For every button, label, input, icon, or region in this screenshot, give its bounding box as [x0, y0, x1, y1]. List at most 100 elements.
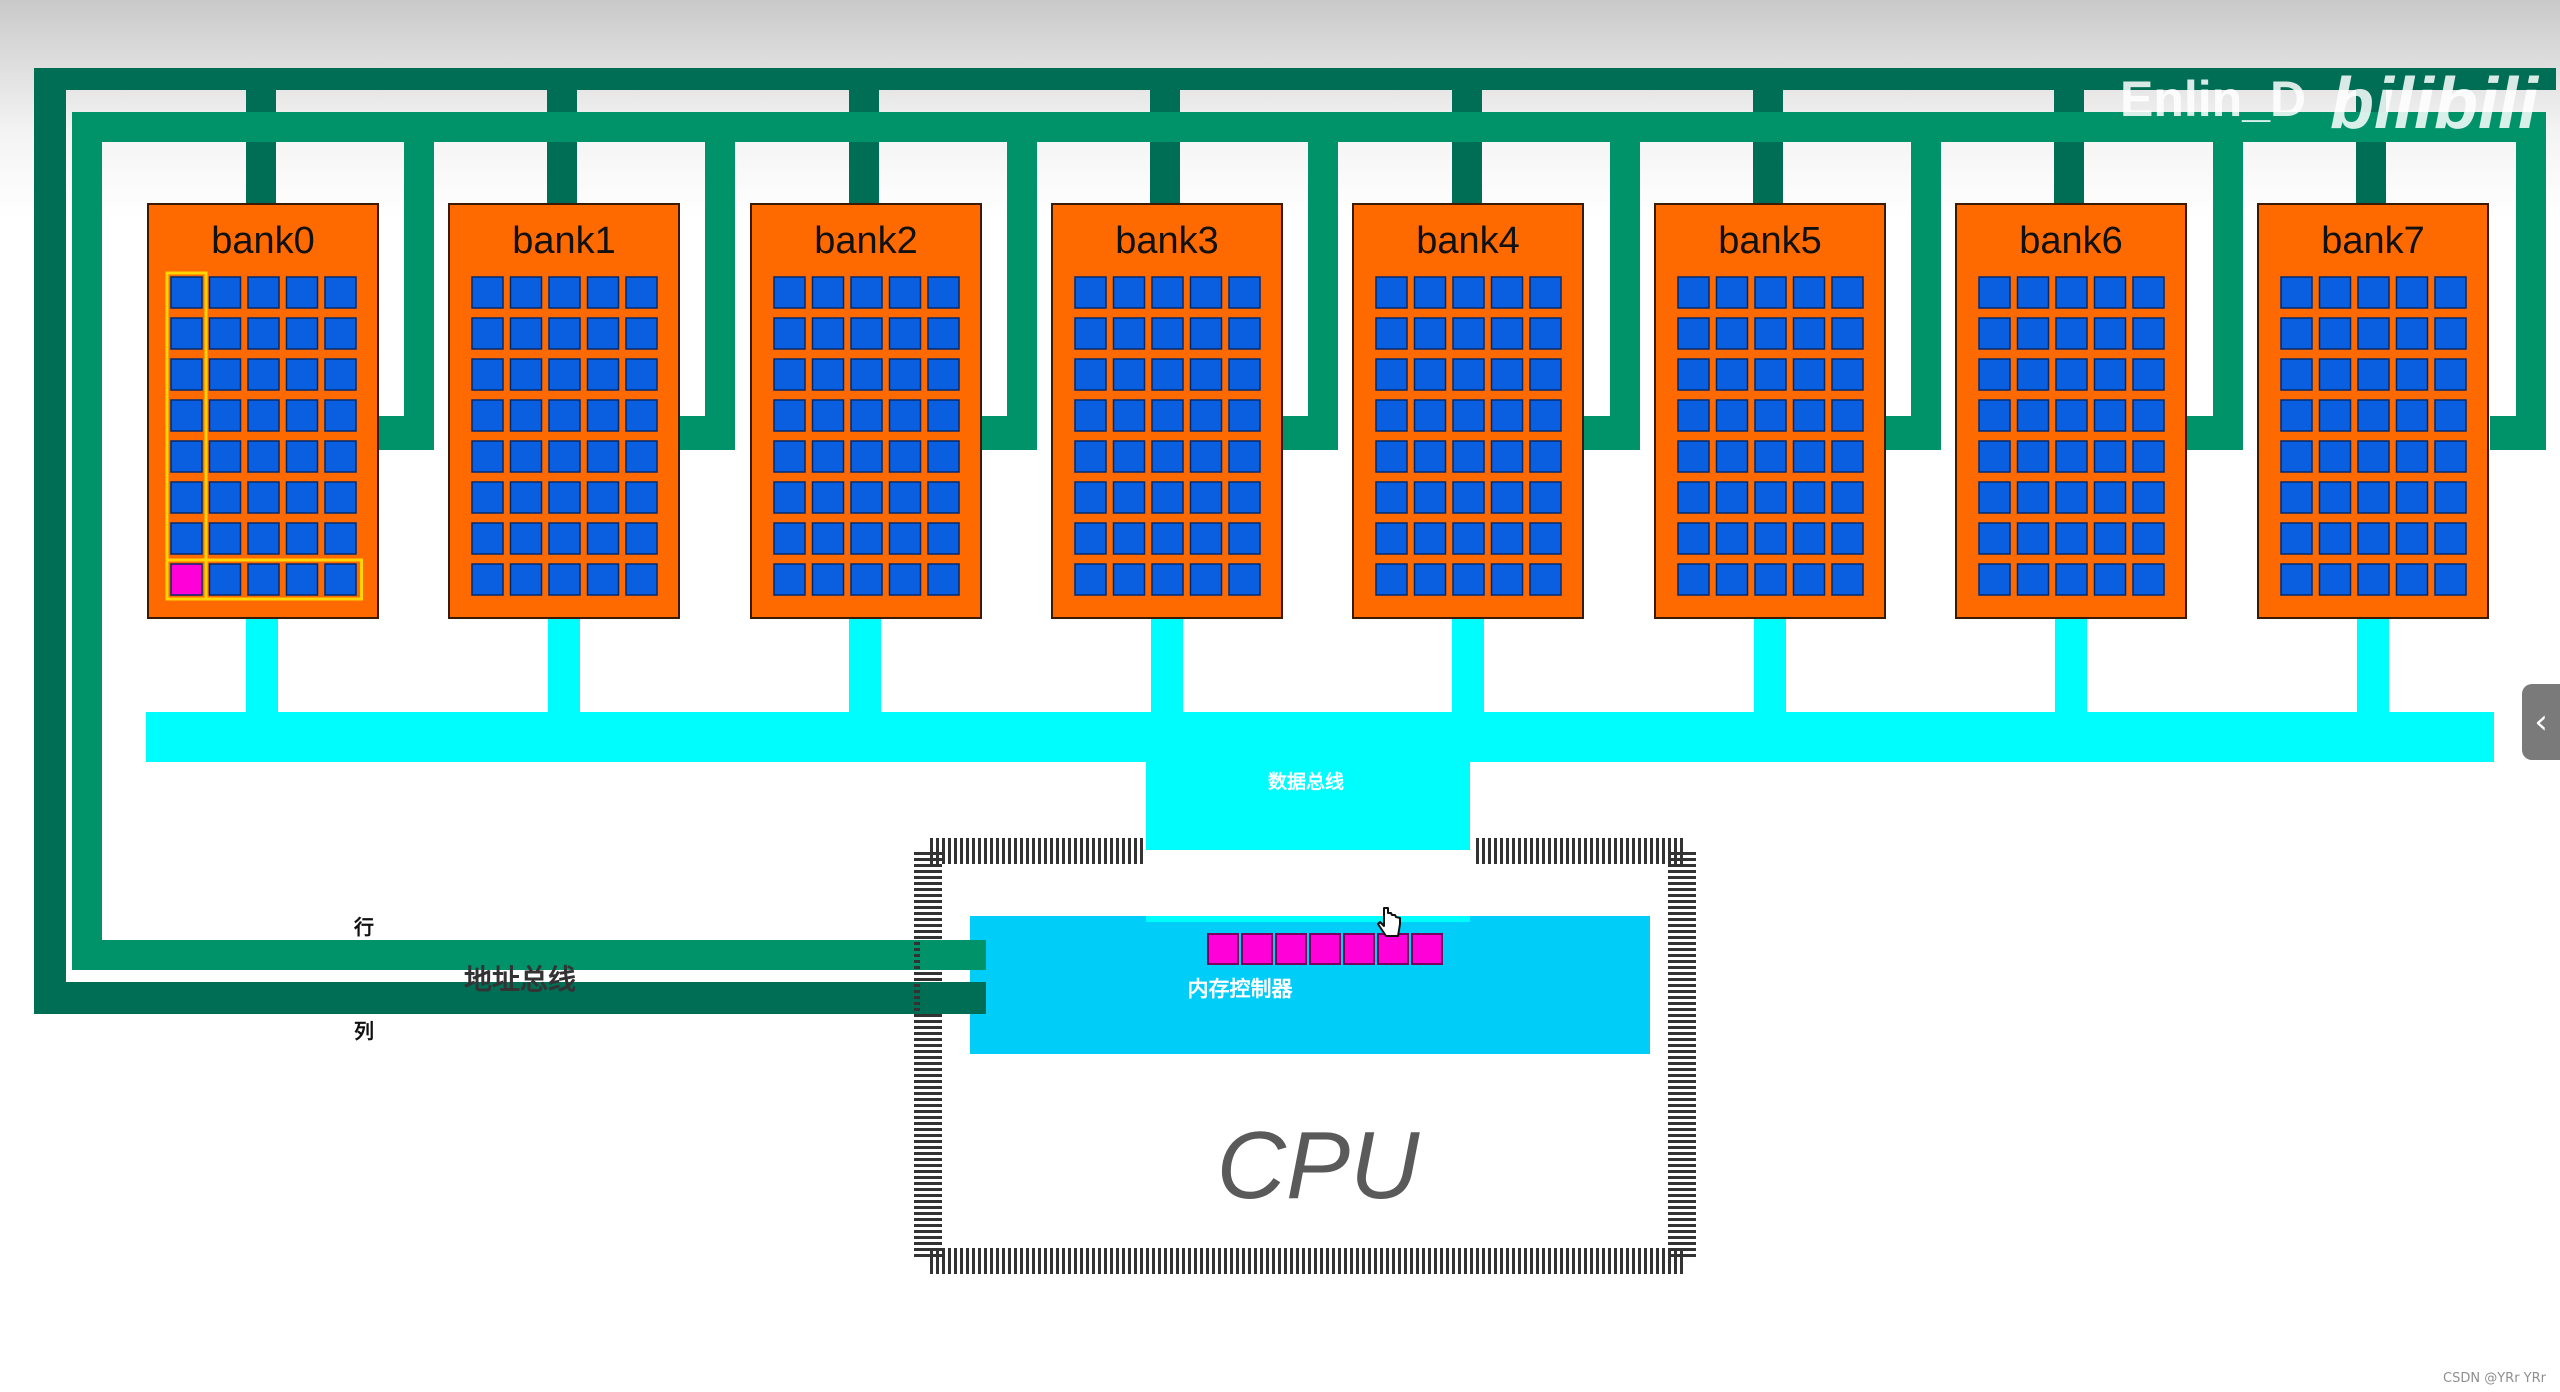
- memory-cell: [247, 317, 280, 350]
- memory-cell: [888, 440, 922, 473]
- memory-cell: [1831, 399, 1864, 432]
- memory-cell: [1112, 399, 1146, 432]
- memory-cell: [625, 481, 658, 514]
- memory-cell: [2280, 399, 2313, 432]
- memory-cell: [850, 317, 883, 350]
- memory-cell: [2357, 563, 2390, 596]
- memory-cell: [2434, 358, 2467, 391]
- memory-cell: [1677, 276, 1710, 309]
- memory-cell: [324, 563, 357, 596]
- cpu-pins-left: [914, 852, 942, 1260]
- memory-cell: [208, 440, 242, 473]
- memory-cell: [285, 399, 319, 432]
- watermark-site: bilibili: [2330, 64, 2540, 144]
- memory-cell: [2434, 399, 2467, 432]
- memory-cell: [2318, 563, 2352, 596]
- memory-cell: [2055, 399, 2088, 432]
- memory-cell: [625, 317, 658, 350]
- memory-cell: [471, 399, 504, 432]
- memory-cell: [811, 317, 845, 350]
- memory-cell: [1529, 481, 1562, 514]
- memory-cell: [1413, 276, 1447, 309]
- memory-cell: [548, 358, 581, 391]
- memory-cell: [2395, 522, 2429, 555]
- memory-cell: [1754, 563, 1787, 596]
- memory-cell: [1189, 522, 1223, 555]
- memory-cell: [811, 399, 845, 432]
- memory-cell: [2132, 317, 2165, 350]
- memory-cell: [1413, 522, 1447, 555]
- memory-cell: [773, 317, 806, 350]
- memory-cell: [1490, 440, 1524, 473]
- memory-cell: [285, 563, 319, 596]
- cpu-pins-right: [1668, 852, 1696, 1260]
- memory-cell: [1452, 399, 1485, 432]
- memory-cell: [548, 563, 581, 596]
- register-cell: [1275, 933, 1307, 965]
- memory-cell: [208, 317, 242, 350]
- memory-cell: [2357, 358, 2390, 391]
- memory-cell: [208, 563, 242, 596]
- memory-cell: [2318, 440, 2352, 473]
- memory-cell: [1189, 358, 1223, 391]
- memory-cell: [471, 440, 504, 473]
- memory-cell: [170, 440, 203, 473]
- memory-cell: [471, 522, 504, 555]
- memory-cell: [1151, 440, 1184, 473]
- memory-cell: [2318, 481, 2352, 514]
- memory-cell: [773, 358, 806, 391]
- memory-cell: [773, 399, 806, 432]
- memory-cell: [1375, 358, 1408, 391]
- memory-cell: [1715, 399, 1749, 432]
- bank-label: bank7: [2321, 220, 2425, 262]
- memory-cell: [1677, 358, 1710, 391]
- memory-cell: [1189, 563, 1223, 596]
- memory-cell: [1831, 481, 1864, 514]
- memory-cell: [1715, 276, 1749, 309]
- memory-cell: [586, 276, 620, 309]
- memory-cell: [1151, 358, 1184, 391]
- memory-cell: [1677, 563, 1710, 596]
- memory-cell: [1792, 317, 1826, 350]
- memory-cell: [927, 481, 960, 514]
- memory-cell: [1228, 276, 1261, 309]
- memory-cell: [586, 522, 620, 555]
- memory-cell: [548, 481, 581, 514]
- bank-0: bank0: [147, 203, 379, 619]
- footer-credit: CSDN @YRr YRr: [2443, 1371, 2546, 1386]
- memory-cell: [2132, 399, 2165, 432]
- memory-cell: [1375, 276, 1408, 309]
- column-label: 列: [354, 1020, 374, 1043]
- memory-cell: [1074, 563, 1107, 596]
- controller-register: [1207, 933, 1443, 965]
- memory-cell: [2280, 563, 2313, 596]
- memory-cell: [2055, 440, 2088, 473]
- memory-cell: [1792, 358, 1826, 391]
- memory-cell: [1715, 522, 1749, 555]
- memory-cell: [247, 522, 280, 555]
- memory-cell: [2055, 358, 2088, 391]
- memory-cell: [1112, 317, 1146, 350]
- memory-cell: [509, 317, 543, 350]
- register-cell: [1411, 933, 1443, 965]
- memory-cell: [1978, 563, 2011, 596]
- memory-cell: [2093, 399, 2127, 432]
- memory-cell: [509, 399, 543, 432]
- memory-cell: [1831, 317, 1864, 350]
- memory-cell: [2318, 276, 2352, 309]
- memory-cell: [1189, 399, 1223, 432]
- memory-cell: [586, 317, 620, 350]
- memory-cell: [471, 317, 504, 350]
- memory-cell: [850, 481, 883, 514]
- memory-cell: [888, 317, 922, 350]
- memory-cell: [548, 276, 581, 309]
- memory-cell: [2280, 522, 2313, 555]
- memory-cell: [1677, 399, 1710, 432]
- row-label: 行: [353, 915, 374, 939]
- memory-cell: [1189, 276, 1223, 309]
- memory-cell: [2132, 563, 2165, 596]
- side-panel-toggle[interactable]: ‹: [2522, 684, 2560, 760]
- memory-cell: [1754, 358, 1787, 391]
- memory-cell: [850, 399, 883, 432]
